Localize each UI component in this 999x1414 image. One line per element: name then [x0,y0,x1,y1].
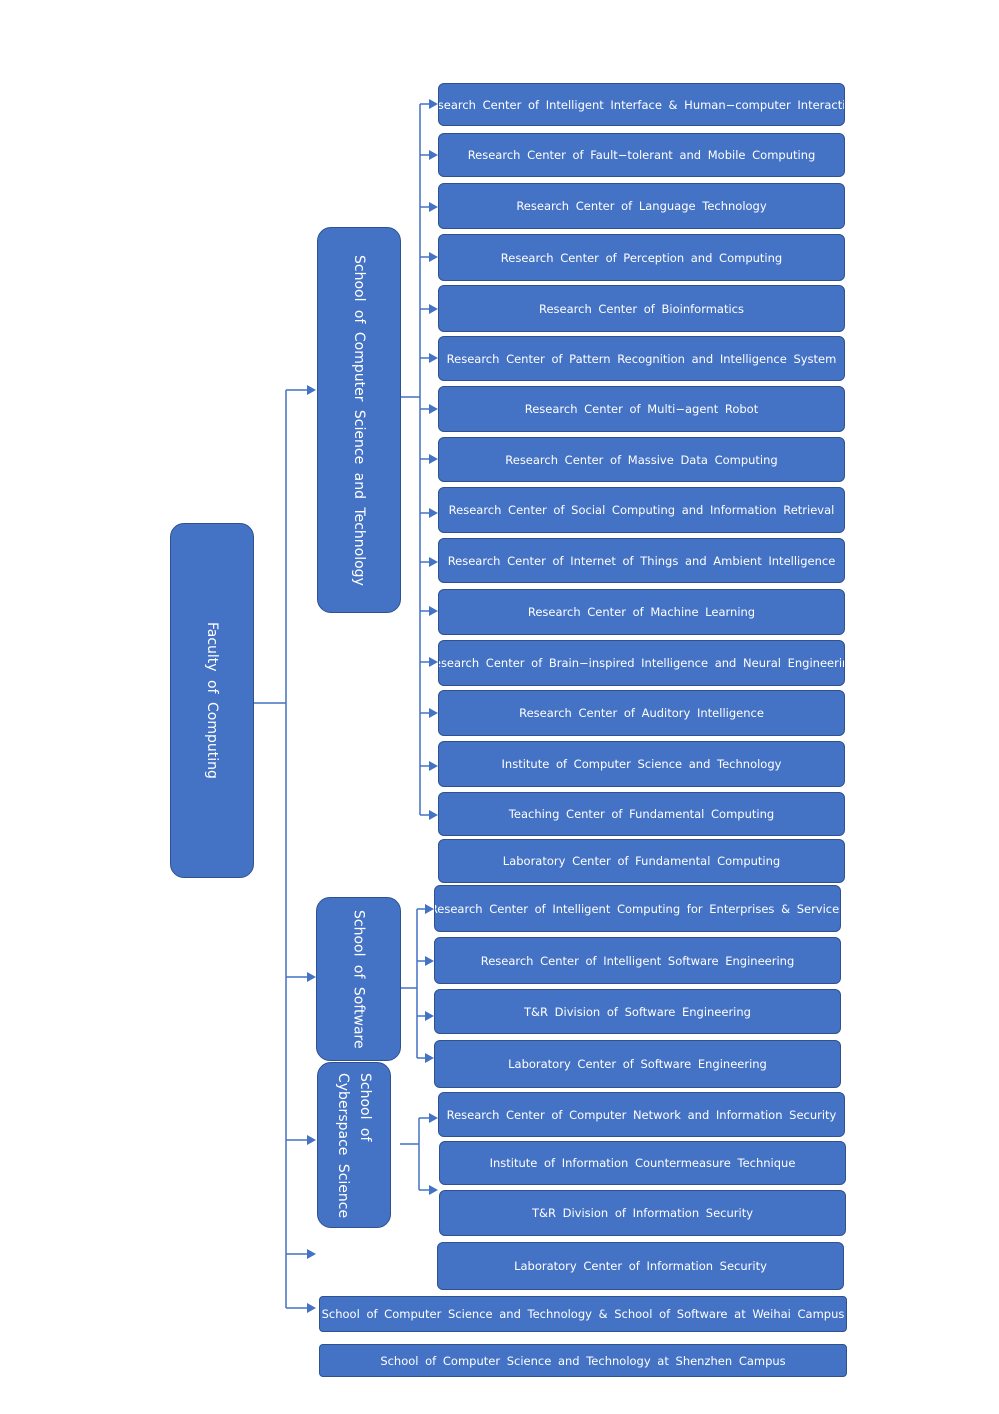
school-cs-box: School of Computer Science and Technolog… [317,227,401,613]
unit-label: Research Center of Machine Learning [527,605,756,619]
unit-box: Research Center of Intelligent Interface… [438,83,845,126]
unit-label: Research Center of Pattern Recognition a… [446,351,837,366]
arrowhead-icon [307,1249,316,1259]
unit-label: Research Center of Massive Data Computin… [505,452,778,467]
unit-box: Institute of Computer Science and Techno… [438,741,845,787]
arrowhead-icon [429,557,438,567]
arrowhead-icon [429,202,438,212]
unit-label: Research Center of Perception and Comput… [500,250,783,265]
arrowhead-icon [307,972,316,982]
unit-box: Research Center of Language Technology [438,183,845,229]
faculty-label: Faculty of Computing [204,622,220,779]
unit-box: Research Center of Intelligent Software … [434,937,841,984]
arrowhead-icon [425,1011,434,1021]
arrowhead-icon [425,1053,434,1063]
unit-box: Teaching Center of Fundamental Computing [438,792,845,836]
arrowhead-icon [429,1185,438,1195]
unit-box: Research Center of Bioinformatics [438,285,845,332]
unit-box: T&R Division of Software Engineering [434,989,841,1034]
arrowhead-icon [307,1303,316,1313]
unit-box: Research Center of Social Computing and … [438,487,845,533]
school-cyberspace-box: School of Cyberspace Science [317,1062,391,1228]
arrowhead-icon [429,404,438,414]
unit-box: Laboratory Center of Fundamental Computi… [438,839,845,883]
arrowhead-icon [307,1135,316,1145]
unit-label: Research Center of Social Computing and … [448,503,835,517]
campus-box: School of Computer Science and Technolog… [319,1344,847,1377]
unit-label: Research Center of Fault−tolerant and Mo… [467,148,816,162]
unit-box: Research Center of Computer Network and … [438,1092,845,1137]
school-cyberspace-label: School of Cyberspace Science [335,1073,373,1219]
arrowhead-icon [425,956,434,966]
unit-box: Research Center of Fault−tolerant and Mo… [438,133,845,177]
unit-label: Research Center of Brain−inspired Intell… [438,656,845,670]
unit-label: Research Center of Bioinformatics [539,301,744,316]
school-software-box: School of Software [316,897,401,1061]
unit-label: T&R Division of Software Engineering [524,1004,751,1019]
faculty-box: Faculty of Computing [170,523,254,878]
unit-box: Research Center of Multi−agent Robot [438,386,845,432]
unit-box: Laboratory Center of Information Securit… [437,1242,844,1290]
unit-label: Research Center of Intelligent Computing… [434,901,841,916]
unit-label: Research Center of Computer Network and … [446,1107,837,1122]
school-software-label: School of Software [350,909,367,1049]
arrowhead-icon [429,353,438,363]
unit-label: Institute of Information Countermeasure … [489,1156,796,1170]
unit-box: Laboratory Center of Software Engineerin… [434,1040,841,1088]
unit-label: Research Center of Auditory Intelligence [519,706,764,720]
arrowhead-icon [429,252,438,262]
unit-label: Research Center of Intelligent Software … [480,953,795,968]
arrowhead-icon [425,904,434,914]
unit-box: Research Center of Internet of Things an… [438,538,845,583]
arrowhead-icon [429,761,438,771]
unit-label: T&R Division of Information Security [531,1206,754,1220]
arrowhead-icon [429,657,438,667]
unit-box: Research Center of Machine Learning [438,589,845,635]
campus-box: School of Computer Science and Technolog… [319,1296,847,1332]
unit-label: Laboratory Center of Software Engineerin… [508,1057,767,1071]
arrowhead-icon [429,304,438,314]
unit-box: Research Center of Massive Data Computin… [438,437,845,482]
school-cs-label: School of Computer Science and Technolog… [351,254,367,586]
unit-label: Teaching Center of Fundamental Computing [508,807,775,821]
unit-box: Research Center of Perception and Comput… [438,234,845,281]
unit-box: Research Center of Auditory Intelligence [438,690,845,736]
unit-box: Research Center of Intelligent Computing… [434,885,841,932]
campus-label: School of Computer Science and Technolog… [321,1307,845,1321]
unit-box: Research Center of Pattern Recognition a… [438,336,845,381]
arrowhead-icon [429,708,438,718]
arrowhead-icon [429,508,438,518]
unit-box: Research Center of Brain−inspired Intell… [438,640,845,686]
unit-label: Research Center of Internet of Things an… [447,553,836,568]
arrowhead-icon [307,385,316,395]
arrowhead-icon [429,1113,438,1123]
arrowhead-icon [429,454,438,464]
unit-label: Laboratory Center of Fundamental Computi… [502,854,781,868]
arrowhead-icon [429,99,438,109]
campus-label: School of Computer Science and Technolog… [380,1353,786,1368]
unit-label: Research Center of Multi−agent Robot [524,402,759,416]
unit-label: Laboratory Center of Information Securit… [514,1259,767,1273]
unit-box: T&R Division of Information Security [439,1190,846,1236]
unit-label: Research Center of Intelligent Interface… [438,97,845,112]
unit-box: Institute of Information Countermeasure … [439,1141,846,1185]
unit-label: Research Center of Language Technology [516,199,767,213]
arrowhead-icon [429,810,438,820]
unit-label: Institute of Computer Science and Techno… [501,757,782,771]
arrowhead-icon [429,150,438,160]
arrowhead-icon [429,606,438,616]
